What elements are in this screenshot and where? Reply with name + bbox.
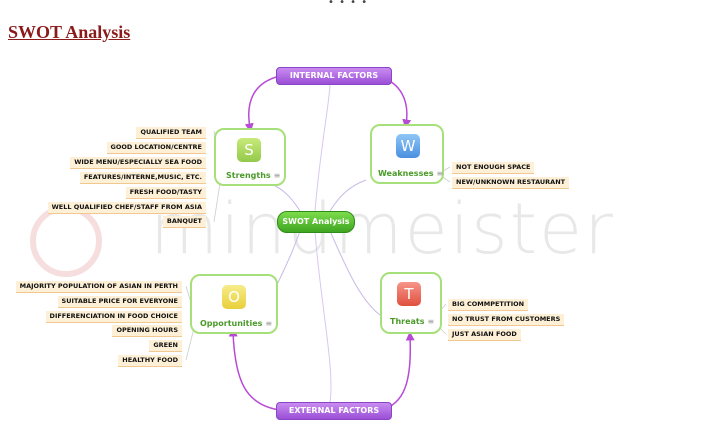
strength-item: FRESH FOOD/TASTY [125, 187, 206, 199]
strength-item: FEATURES/INTERNE,MUSIC, ETC. [79, 172, 206, 184]
strength-item: QUALIFIED TEAM [136, 127, 206, 139]
strengths-card: S Strengths≡ [214, 128, 286, 186]
opportunity-item: HEALTHY FOOD [118, 355, 182, 367]
strengths-letter: S [237, 138, 261, 162]
opportunities-card: O Opportunities≡ [190, 274, 278, 334]
threat-item: NO TRUST FROM CUSTOMERS [448, 314, 565, 326]
strength-item: WELL QUALIFIED CHEF/STAFF FROM ASIA [47, 202, 206, 214]
threat-item: JUST ASIAN FOOD [448, 329, 521, 341]
opportunities-letter: O [222, 285, 246, 309]
threat-item: BIG COMMPETITION [448, 299, 529, 311]
external-factors-node: EXTERNAL FACTORS [276, 402, 392, 420]
strength-item: BANQUET [162, 216, 206, 228]
strength-item: WIDE MENU/ESPECIALLY SEA FOOD [70, 157, 206, 169]
opportunity-item: GREEN [149, 340, 182, 352]
weakness-item: NEW/UNKNOWN RESTAURANT [452, 177, 570, 189]
opportunity-item: DIFFERENCIATION IN FOOD CHOICE [45, 311, 182, 323]
opportunity-item: OPENING HOURS [112, 325, 182, 337]
threats-label: Threats≡ [390, 317, 435, 326]
opportunity-item: MAJORITY POPULATION OF ASIAN IN PERTH [15, 281, 182, 293]
weaknesses-letter: W [396, 134, 420, 158]
top-marks: • • • • [328, 0, 369, 8]
strength-item: GOOD LOCATION/CENTRE [106, 142, 206, 154]
internal-factors-node: INTERNAL FACTORS [276, 67, 392, 85]
weaknesses-label: Weaknesses≡ [378, 169, 444, 178]
opportunity-item: SUITABLE PRICE FOR EVERYONE [57, 296, 182, 308]
page-title: SWOT Analysis [8, 22, 131, 42]
weaknesses-card: W Weaknesses≡ [370, 124, 444, 184]
center-node: SWOT Analysis [277, 211, 355, 233]
opportunities-label: Opportunities≡ [200, 319, 273, 328]
strengths-label: Strengths≡ [226, 171, 281, 180]
watermark: mindmeister [150, 188, 615, 270]
weakness-item: NOT ENOUGH SPACE [452, 162, 535, 174]
threats-card: T Threats≡ [380, 272, 442, 334]
threats-letter: T [397, 282, 421, 306]
